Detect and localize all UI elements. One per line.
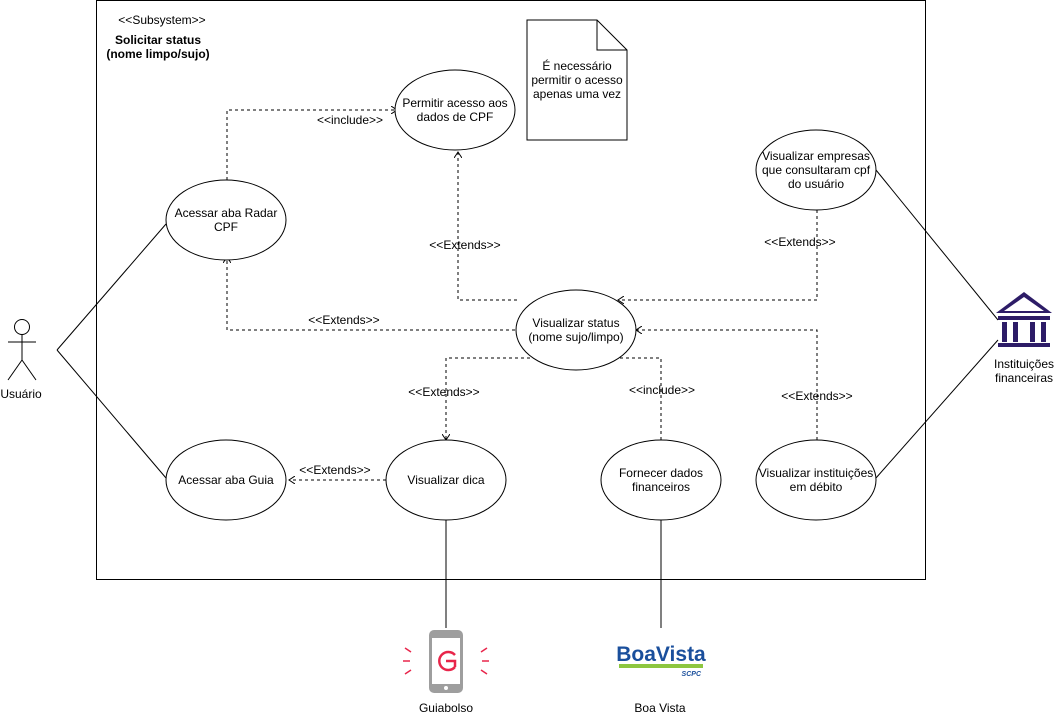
relation-label-extends-empresas: <<Extends>> [764, 235, 835, 249]
use-case-label: dados de CPF [417, 110, 494, 124]
associations [56, 169, 999, 628]
note-line-3: apenas uma vez [533, 87, 621, 101]
actor-guiabolso: Guiabolso [403, 630, 489, 715]
assoc-empresas-instituicoes [875, 169, 999, 321]
stick-figure-icon [7, 319, 37, 381]
subsystem-title-line1: Solicitar status [115, 33, 201, 47]
use-case-label: Visualizar dica [407, 473, 484, 487]
relation-extends-instituicoes-status: <<Extends>> [636, 330, 853, 440]
boavista-logo-sub: SCPC [682, 671, 702, 678]
assoc-usuario-radar [56, 223, 167, 351]
use-case-label: Visualizar empresas [762, 149, 870, 163]
use-case-label: Fornecer dados [619, 466, 703, 480]
note-line-2: permitir o acesso [531, 73, 623, 87]
use-case-label: Visualizar status [532, 316, 619, 330]
subsystem-title-line2: (nome limpo/sujo) [106, 47, 209, 61]
relation-extends-status-radar: <<Extends>> [227, 257, 515, 331]
use-case-label: Acessar aba Guia [178, 473, 274, 487]
boavista-logo-icon: BoaVista SCPC [616, 643, 706, 678]
relation-extends-status-permitir: <<Extends>> [429, 152, 517, 301]
relation-include-radar-permitir: <<include>> [226, 110, 397, 180]
relation-extends-status-dica: <<Extends>> [408, 357, 530, 440]
relation-label-extends-permitir: <<Extends>> [429, 238, 500, 252]
actor-instituicoes-label-2: financeiras [995, 371, 1053, 385]
note-line-1: É necessário [542, 58, 612, 73]
actor-usuario-label: Usuário [0, 387, 42, 401]
relation-extends-empresas-status: <<Extends>> [618, 210, 836, 300]
use-case-label: Acessar aba Radar [175, 206, 278, 220]
use-case-acessar-radar: Acessar aba Radar CPF [165, 179, 287, 261]
boavista-logo-text: BoaVista [616, 643, 706, 666]
use-case-permitir-acesso: Permitir acesso aos dados de CPF [394, 69, 516, 151]
guiabolso-logo-icon [403, 630, 489, 693]
relation-label-extends-dica: <<Extends>> [408, 385, 479, 399]
use-case-visualizar-status: Visualizar status (nome sujo/limpo) [515, 289, 637, 371]
use-case-label: que consultaram cpf [762, 163, 871, 177]
assoc-usuario-guia [56, 349, 167, 479]
relation-label-extends-radar: <<Extends>> [308, 313, 379, 327]
relation-extends-dica-guia: <<Extends>> [289, 463, 386, 480]
use-case-label: em débito [790, 480, 843, 494]
note: É necessário permitir o acesso apenas um… [526, 19, 628, 141]
use-case-label: Visualizar instituições [759, 466, 874, 480]
actor-instituicoes-label-1: Instituições [994, 357, 1054, 371]
relation-label-extends-guia: <<Extends>> [299, 463, 370, 477]
use-case-visualizar-instituicoes: Visualizar instituições em débito [755, 439, 877, 521]
subsystem-stereotype: <<Subsystem>> [118, 13, 205, 27]
actor-instituicoes-financeiras: Instituições financeiras [994, 292, 1054, 385]
use-case-label: CPF [214, 220, 238, 234]
actor-usuario: Usuário [0, 319, 42, 401]
relation-include-fornecer-status: <<include>> [604, 358, 695, 440]
use-case-label: do usuário [788, 177, 844, 191]
relation-label-extends-instituicoes: <<Extends>> [781, 389, 852, 403]
use-case-label: financeiros [632, 480, 690, 494]
use-case-acessar-guia: Acessar aba Guia [165, 439, 287, 521]
use-case-visualizar-empresas: Visualizar empresas que consultaram cpf … [755, 129, 877, 211]
use-case-fornecer-dados: Fornecer dados financeiros [600, 439, 722, 521]
actor-guiabolso-label: Guiabolso [419, 701, 473, 715]
relation-label-include-2: <<include>> [629, 383, 695, 397]
actor-boavista-label: Boa Vista [634, 701, 685, 715]
actor-boa-vista: BoaVista SCPC Boa Vista [616, 643, 706, 715]
assoc-debito-instituicoes [875, 339, 999, 479]
relation-label-include-1: <<include>> [317, 113, 383, 127]
use-case-label: Permitir acesso aos [402, 96, 507, 110]
use-case-label: (nome sujo/limpo) [528, 330, 623, 344]
use-case-visualizar-dica: Visualizar dica [385, 439, 507, 521]
bank-icon [996, 292, 1052, 347]
